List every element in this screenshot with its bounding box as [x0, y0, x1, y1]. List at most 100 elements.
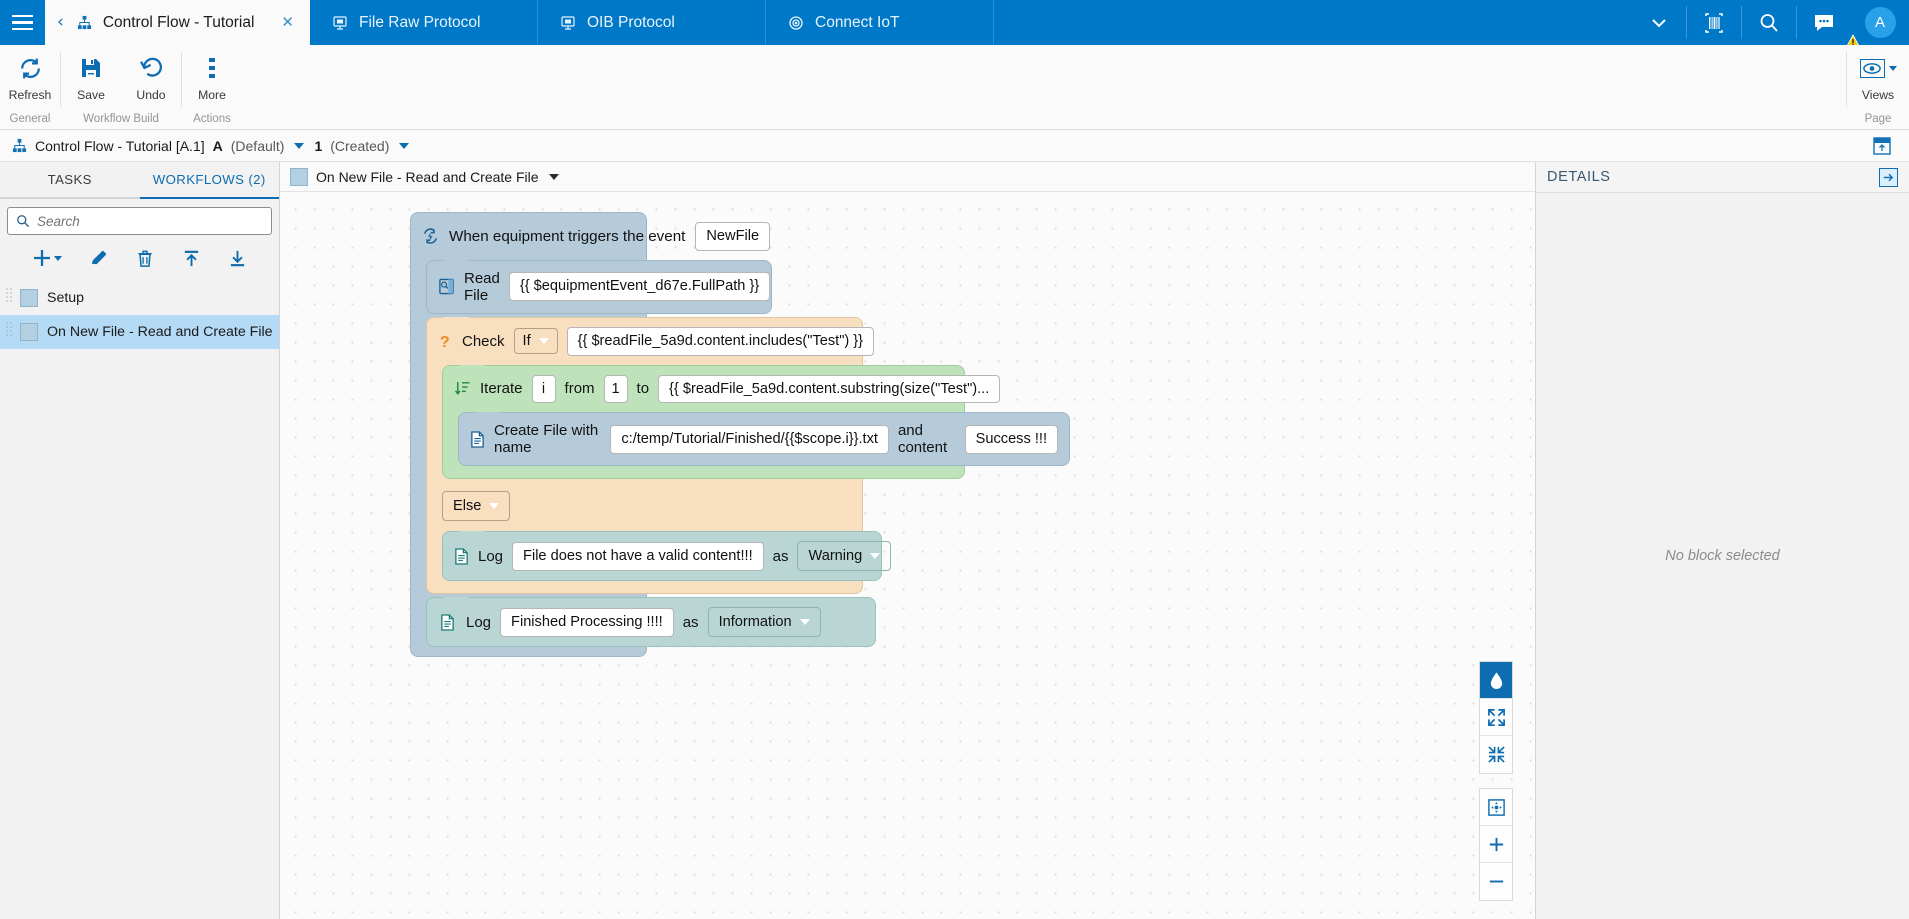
delete-button[interactable]	[136, 249, 154, 268]
refresh-button[interactable]: Refresh	[0, 45, 60, 113]
block-read-file[interactable]: Read File {{ $equipmentEvent_d67e.FullPa…	[426, 259, 772, 314]
create-file-name-field[interactable]: c:/temp/Tutorial/Finished/{{$scope.i}}.t…	[610, 424, 889, 454]
list-item-label: On New File - Read and Create File	[47, 324, 273, 340]
ribbon-group-title: General	[9, 113, 51, 125]
chevron-down-icon[interactable]	[799, 619, 810, 626]
trigger-label: When equipment triggers the event	[449, 227, 686, 245]
theme-droplet-button[interactable]	[1480, 662, 1512, 699]
log-information-level-value: Information	[718, 614, 792, 631]
avatar[interactable]: A	[1846, 0, 1909, 47]
undo-button[interactable]: Undo	[121, 45, 181, 113]
log-information-level-select[interactable]: Information	[707, 607, 821, 638]
log-warning-level-select[interactable]: Warning	[797, 541, 892, 572]
search-input[interactable]	[37, 213, 263, 229]
add-button[interactable]	[32, 248, 62, 268]
no-block-selected-message: No block selected	[1665, 548, 1780, 564]
iterate-variable-field[interactable]: i	[531, 374, 556, 404]
collapse-all-button[interactable]	[1480, 736, 1512, 773]
chat-icon[interactable]	[1797, 0, 1851, 45]
expand-panel-icon[interactable]	[1879, 167, 1898, 187]
tab-bar: ‹ Control Flow - Tutorial ✕ File Raw Pro…	[45, 0, 994, 45]
top-bar: ‹ Control Flow - Tutorial ✕ File Raw Pro…	[0, 0, 1909, 47]
more-button[interactable]: More	[182, 45, 242, 113]
log-warning-label: Log	[478, 547, 504, 565]
block-check[interactable]: ? Check If {{ $readFile_5a9d.content.inc…	[426, 316, 1070, 595]
workflow-icon	[20, 323, 38, 341]
import-button[interactable]	[182, 249, 201, 268]
check-condition-type-select[interactable]: If	[513, 328, 558, 355]
tab-control-flow-tutorial[interactable]: ‹ Control Flow - Tutorial ✕	[45, 0, 310, 45]
drag-handle-icon[interactable]	[6, 322, 12, 342]
chevron-down-icon[interactable]	[870, 553, 881, 560]
save-icon	[79, 55, 103, 81]
left-panel-tabs: TASKS WORKFLOWS (2)	[0, 162, 279, 199]
block-trigger[interactable]: When equipment triggers the event NewFil…	[410, 212, 1070, 658]
block-notch	[459, 531, 485, 539]
chevron-down-icon[interactable]	[1632, 0, 1686, 45]
block-log-information[interactable]: Log Finished Processing !!!! as Informat…	[426, 597, 876, 648]
iterate-label: Iterate	[480, 380, 523, 398]
revision-dropdown-icon[interactable]	[399, 142, 410, 149]
chevron-down-icon[interactable]	[1888, 65, 1897, 71]
save-label: Save	[77, 88, 105, 102]
canvas-title: On New File - Read and Create File	[316, 168, 539, 185]
zoom-in-button[interactable]	[1480, 826, 1512, 863]
block-log-warning[interactable]: Log File does not have a valid content!!…	[442, 531, 892, 582]
zoom-out-button[interactable]	[1480, 863, 1512, 900]
hamburger-icon[interactable]	[0, 0, 45, 45]
block-iterate[interactable]: Iterate i from 1 to {{ $readFile_5a9d.co…	[442, 364, 1070, 480]
search-box[interactable]	[7, 207, 272, 235]
iterate-to-label: to	[636, 380, 650, 398]
expand-all-button[interactable]	[1480, 699, 1512, 736]
sitemap-icon	[12, 138, 27, 153]
avatar-initial: A	[1864, 7, 1896, 38]
tab-file-raw-protocol[interactable]: File Raw Protocol	[310, 0, 538, 45]
undo-icon	[139, 55, 164, 81]
left-panel-actions	[0, 235, 279, 281]
barcode-icon[interactable]	[1687, 0, 1741, 45]
back-icon[interactable]: ‹	[57, 12, 64, 32]
chevron-down-icon[interactable]	[538, 338, 549, 345]
else-select[interactable]: Else	[442, 491, 511, 522]
check-condition-type-value: If	[522, 333, 531, 350]
edit-button[interactable]	[89, 249, 108, 268]
tab-tasks[interactable]: TASKS	[0, 162, 140, 199]
read-file-path-field[interactable]: {{ $equipmentEvent_d67e.FullPath }}	[508, 272, 771, 302]
chevron-down-icon[interactable]	[53, 255, 62, 261]
list-item[interactable]: Setup	[0, 281, 279, 315]
breadcrumb-title: Control Flow - Tutorial [A.1]	[35, 137, 205, 154]
drag-handle-icon[interactable]	[6, 288, 12, 308]
iterate-to-field[interactable]: {{ $readFile_5a9d.content.substring(size…	[658, 374, 1001, 404]
more-vertical-icon	[208, 55, 216, 81]
workflow-canvas[interactable]: When equipment triggers the event NewFil…	[280, 192, 1535, 919]
check-expression-field[interactable]: {{ $readFile_5a9d.content.includes("Test…	[566, 326, 875, 356]
create-file-label: Create File with name	[494, 422, 599, 457]
trigger-event-field[interactable]: NewFile	[695, 222, 771, 251]
tab-workflows[interactable]: WORKFLOWS (2)	[139, 162, 279, 199]
block-notch	[443, 259, 469, 267]
search-icon[interactable]	[1742, 0, 1796, 45]
version-dropdown-icon[interactable]	[294, 142, 305, 149]
log-information-message-field[interactable]: Finished Processing !!!!	[500, 607, 674, 637]
save-button[interactable]: Save	[61, 45, 121, 113]
views-button[interactable]: Views	[1847, 45, 1909, 113]
canvas-title-dropdown-icon[interactable]	[548, 173, 559, 180]
tab-label: OIB Protocol	[587, 13, 675, 31]
log-information-row: Log Finished Processing !!!! as Informat…	[427, 598, 875, 646]
close-icon[interactable]: ✕	[281, 13, 294, 31]
tab-oib-protocol[interactable]: OIB Protocol	[538, 0, 766, 45]
export-button[interactable]	[228, 249, 247, 268]
iterate-from-field[interactable]: 1	[603, 374, 628, 404]
log-warning-message-field[interactable]: File does not have a valid content!!!	[512, 541, 764, 571]
more-label: More	[198, 88, 226, 102]
panel-toggle-icon[interactable]	[1873, 136, 1897, 155]
log-icon	[438, 614, 457, 631]
monitor-icon	[560, 15, 576, 31]
block-create-file[interactable]: Create File with name c:/temp/Tutorial/F…	[458, 412, 1070, 467]
svg-text:?: ?	[440, 333, 450, 350]
chevron-down-icon[interactable]	[489, 503, 500, 510]
tab-connect-iot[interactable]: Connect IoT	[766, 0, 994, 45]
list-item[interactable]: On New File - Read and Create File	[0, 315, 279, 349]
fit-to-screen-button[interactable]	[1480, 789, 1512, 826]
create-file-content-field[interactable]: Success !!!	[964, 424, 1058, 454]
